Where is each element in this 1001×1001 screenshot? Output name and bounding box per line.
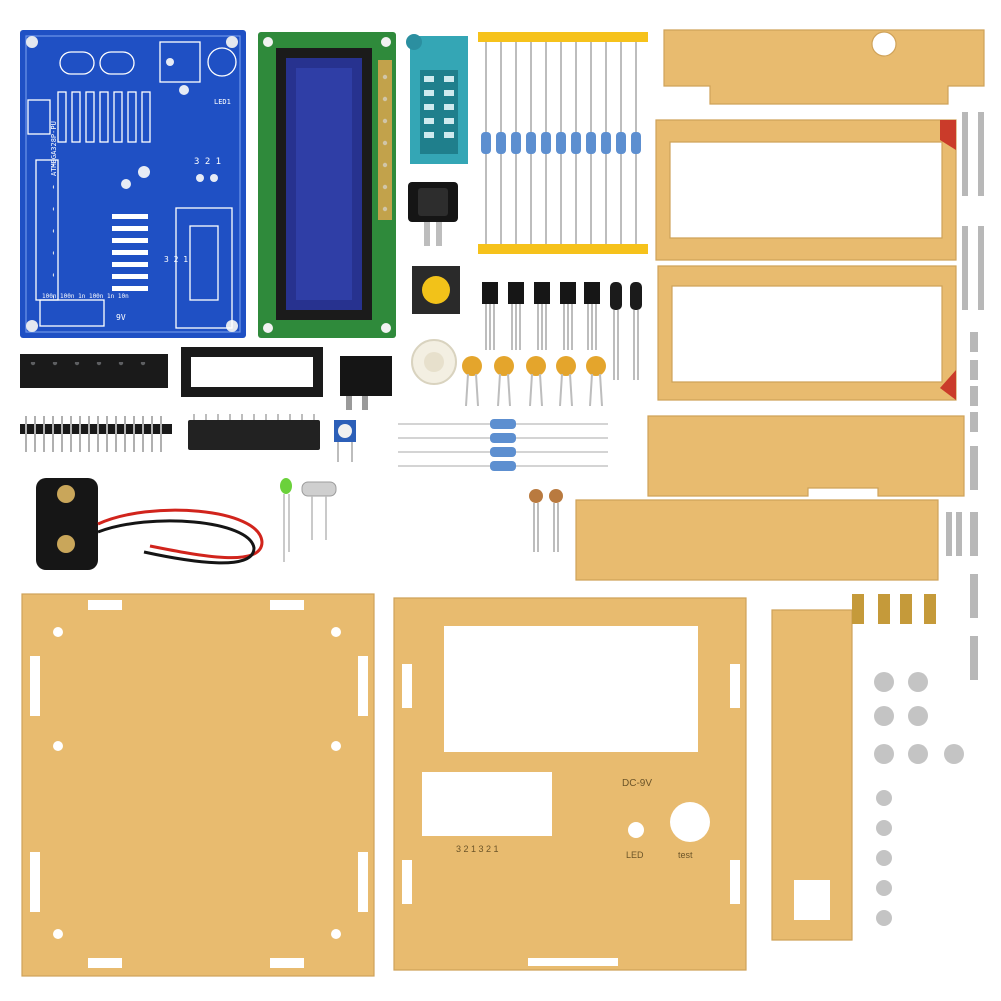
resistor-icon — [398, 419, 608, 471]
front-panel-pin-label: 3 2 1 3 2 1 — [456, 844, 499, 854]
screw-icon — [946, 112, 984, 680]
front-panel-test-label: test — [678, 850, 693, 860]
rocker-switch-icon — [408, 182, 458, 246]
resistor-strip-icon — [478, 32, 648, 254]
pcb-power-label: 9V — [116, 313, 126, 322]
round-connector-icon — [411, 339, 457, 385]
zif-socket-icon — [406, 34, 468, 164]
crystal-icon — [301, 481, 337, 540]
pcb-led-label: LED1 — [214, 98, 231, 106]
ceramic-capacitor-icon — [462, 356, 606, 552]
lcd-module-icon — [258, 32, 396, 338]
female-header-icon — [20, 354, 168, 388]
acrylic-panel-icon — [575, 29, 985, 941]
side-panel-cutout — [794, 880, 830, 920]
panel-corner-film — [940, 120, 956, 400]
front-panel-dc-label: DC-9V — [622, 778, 652, 789]
led-icon — [280, 478, 292, 562]
acrylic-base-panel-icon — [21, 593, 375, 977]
pcb-icon: ATMEGA328P-PU 3 2 1 3 2 1 100n 100n 1n 1… — [20, 30, 246, 338]
front-panel-led-label: LED — [626, 850, 644, 860]
pcb-pin-label-2: 3 2 1 — [164, 255, 188, 264]
brass-standoff-icon — [852, 594, 936, 624]
pcb-pin-label: 3 2 1 — [194, 157, 221, 167]
pcb-cap-row: 100n 100n 1n 100n 1n 10n — [42, 293, 129, 300]
push-button-icon — [412, 266, 460, 314]
dc-jack-icon — [340, 356, 392, 410]
microcontroller-icon — [188, 414, 320, 450]
electrolytic-capacitor-icon — [610, 282, 642, 380]
transistor-icon — [482, 282, 600, 350]
trimmer-potentiometer-icon — [334, 420, 356, 462]
ic-socket-icon — [181, 347, 323, 397]
battery-clip-icon — [36, 478, 264, 570]
pcb-chip-label: ATMEGA328P-PU — [50, 121, 58, 176]
acrylic-front-panel-icon: DC-9V 3 2 1 3 2 1 LED test — [393, 597, 747, 971]
hex-nut-icon — [874, 672, 964, 926]
pin-header-icon — [20, 416, 172, 452]
